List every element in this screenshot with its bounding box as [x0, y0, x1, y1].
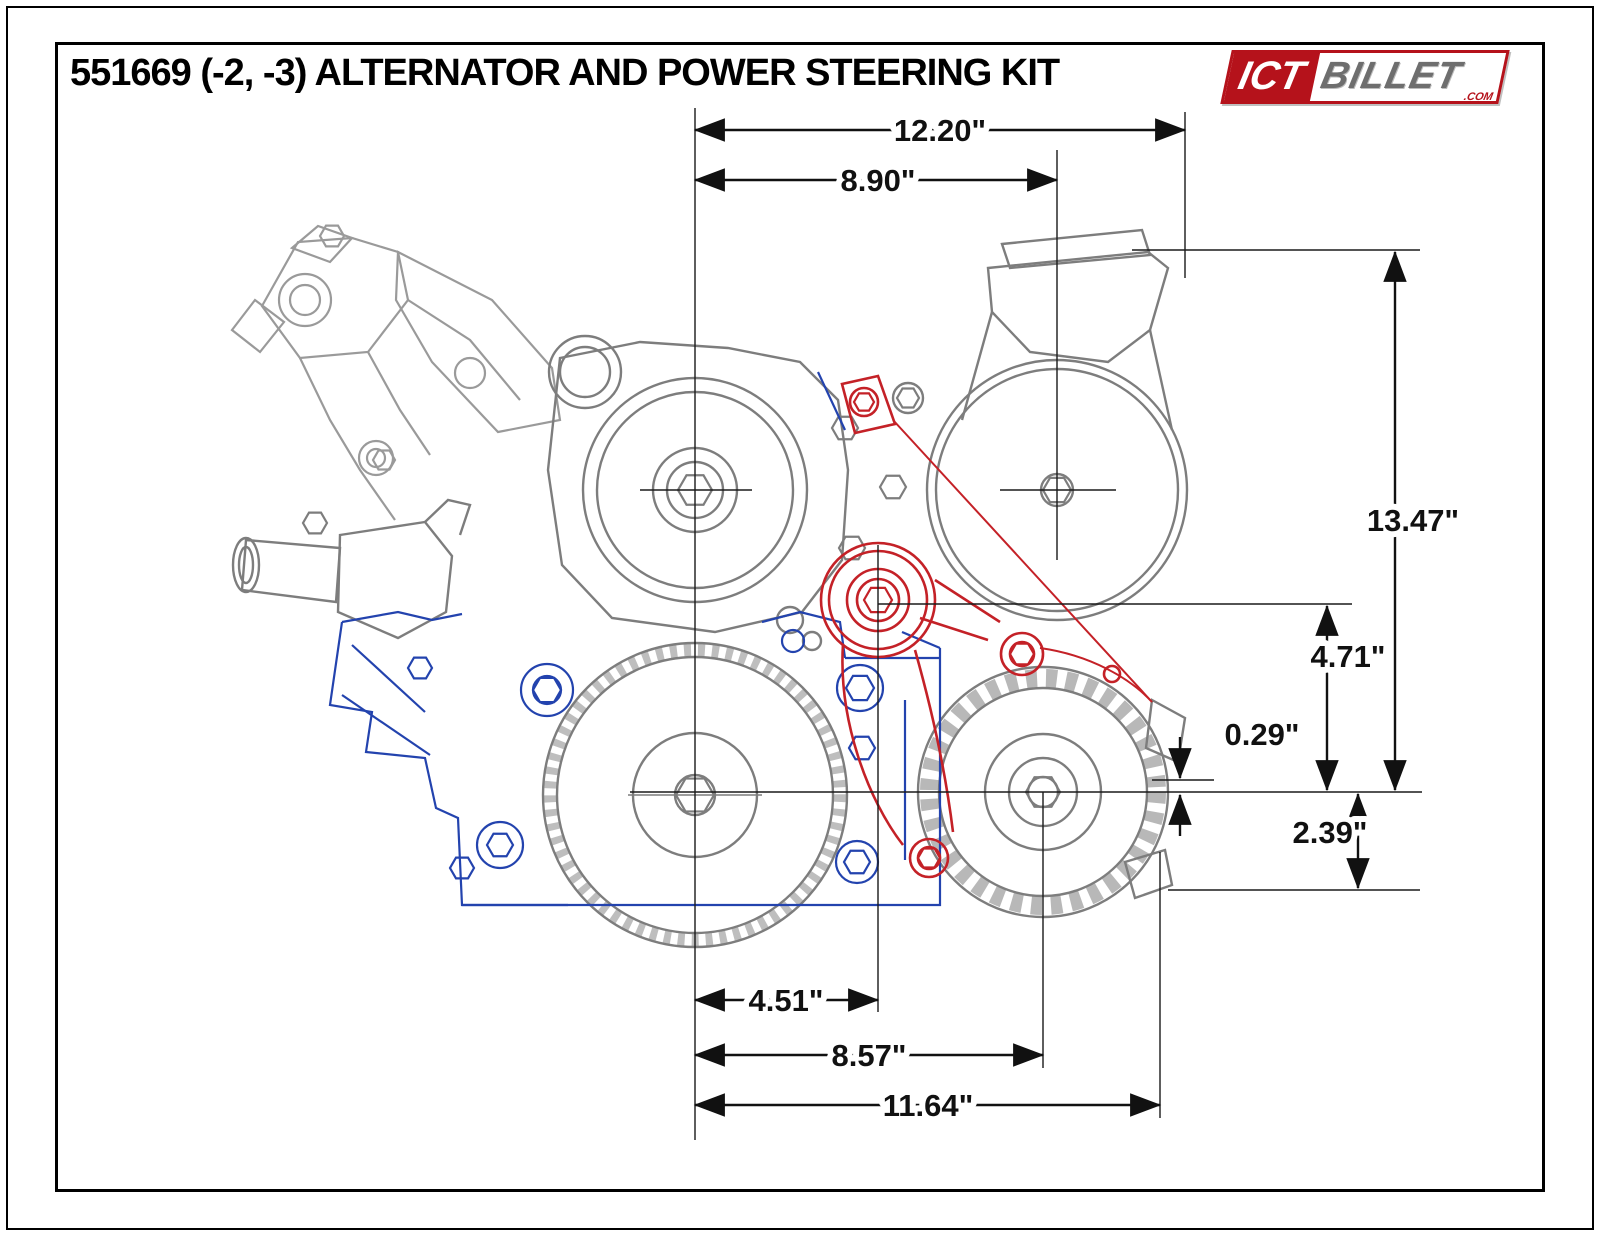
dim-overall-width: 11.64" [883, 1088, 974, 1123]
power-steering-pulley [891, 228, 1189, 622]
page-title: 551669 (-2, -3) ALTERNATOR AND POWER STE… [70, 52, 1060, 94]
water-pump-pulley [546, 334, 908, 652]
idler-bracket-red [819, 374, 1153, 879]
dim-idler-height: 4.71" [1310, 639, 1385, 674]
dim-overall-height: 13.47" [1367, 503, 1459, 538]
dim-top-width: 12.20" [894, 113, 986, 148]
intake-bracket-outline [230, 224, 562, 521]
dimension-lines [693, 118, 1407, 1117]
dim-alt-drop: 2.39" [1292, 815, 1367, 850]
dim-idler-offset: 4.51" [748, 983, 823, 1018]
water-inlet-pipe [231, 498, 472, 640]
engine-block-blue [328, 371, 942, 907]
drawing-frame [55, 42, 1545, 1192]
dim-alt-center-offset: 0.29" [1224, 717, 1299, 752]
dim-alt-offset: 8.57" [831, 1038, 906, 1073]
dimension-labels: 12.20" 8.90" 13.47" 4.71" 0.29" 2.39" 4.… [742, 107, 1465, 1129]
dim-ps-pulley-offset: 8.90" [840, 163, 915, 198]
extension-lines [630, 108, 1422, 1140]
